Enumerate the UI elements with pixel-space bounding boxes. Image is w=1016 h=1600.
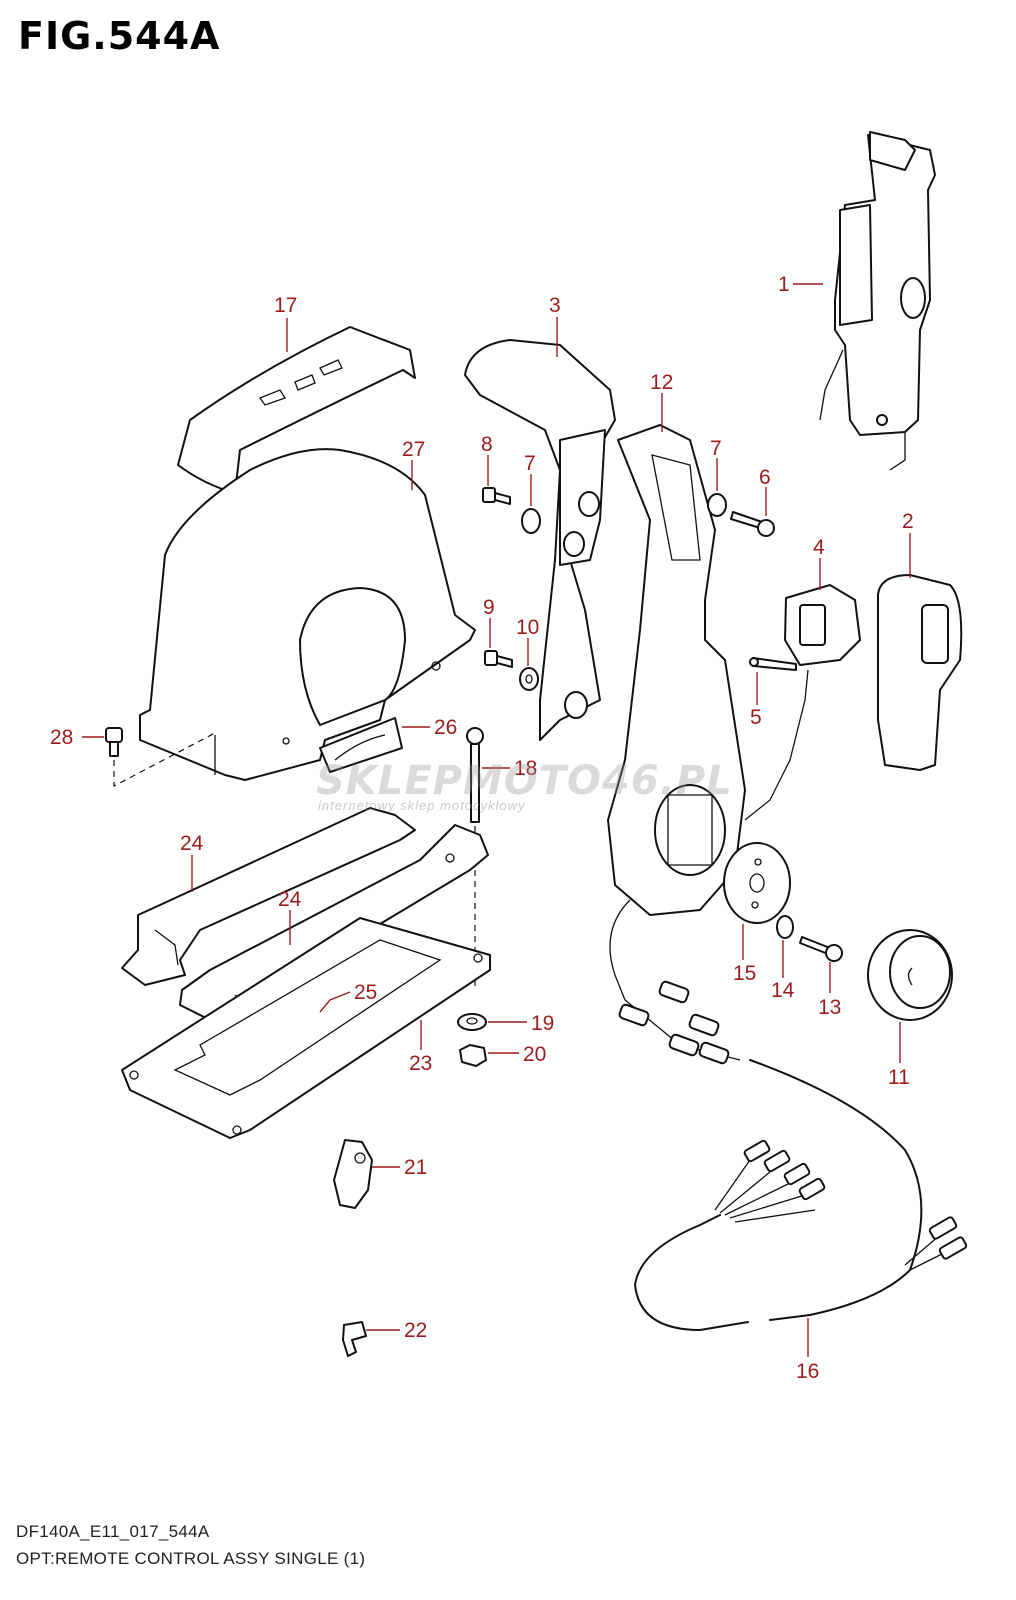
callout-22: 22 [404,1319,427,1342]
part-2-grip[interactable] [877,574,963,771]
part-9-bolt[interactable] [484,650,513,668]
part-28-screw[interactable] [105,727,216,787]
callout-23: 23 [409,1052,432,1075]
callout-28: 28 [50,726,73,749]
callout-5: 5 [750,706,762,729]
part-13-screw[interactable] [799,936,843,962]
part-7-washer-right[interactable] [707,493,727,517]
part-10-washer[interactable] [519,667,539,691]
callout-12: 12 [650,371,673,394]
part-22-clamp[interactable] [342,1321,367,1357]
callout-24-upper: 24 [180,832,204,855]
callout-labels: 1 2 3 4 5 6 7 7 8 9 10 11 12 13 14 15 16… [50,273,914,1383]
callout-11: 11 [888,1066,910,1089]
part-12-control-housing[interactable] [607,424,746,916]
callout-6: 6 [759,466,771,489]
callout-16: 16 [796,1360,819,1383]
part-23-base-plate[interactable] [121,917,491,1139]
part-21-clip[interactable] [333,1139,373,1209]
callout-7-right: 7 [710,437,722,460]
callout-26: 26 [434,716,457,739]
callout-10: 10 [516,616,539,639]
figure-code: DF140A_E11_017_544A [16,1522,210,1541]
figure-caption: OPT:REMOTE CONTROL ASSY SINGLE (1) [16,1549,366,1568]
callout-2: 2 [902,510,914,533]
part-3-lever-arm[interactable] [464,339,616,741]
part-7-washer-left[interactable] [521,508,541,534]
part-4-switch[interactable] [744,584,861,821]
callout-25: 25 [354,981,377,1004]
part-5-screw[interactable] [749,657,797,671]
callout-13: 13 [818,996,841,1019]
part-6-screw[interactable] [730,511,775,537]
part-15-plate[interactable] [723,842,791,924]
part-14-washer[interactable] [776,915,794,939]
callout-18: 18 [514,757,537,780]
part-20-nut[interactable] [459,1044,487,1067]
part-27-housing[interactable] [139,448,476,781]
callout-17: 17 [274,294,297,317]
part-26-grommet[interactable] [319,717,403,773]
callout-4: 4 [813,536,825,559]
leader-lines [82,283,911,1357]
part-11-cap[interactable] [867,929,953,1021]
callout-27: 27 [402,438,425,461]
part-16-wire-harness[interactable] [609,899,968,1331]
callout-19: 19 [531,1012,554,1035]
callout-8: 8 [481,433,493,456]
callout-3: 3 [549,294,561,317]
callout-9: 9 [483,596,495,619]
callout-21: 21 [404,1156,427,1179]
callout-1: 1 [778,273,790,296]
part-8-bolt[interactable] [482,487,511,505]
callout-20: 20 [523,1043,546,1066]
part-19-washer[interactable] [457,1013,487,1031]
callout-24-lower: 24 [278,888,302,911]
callout-15: 15 [733,962,756,985]
part-1-remote-control[interactable] [819,131,936,471]
figure-title: FIG.544A [18,14,221,58]
callout-7-left: 7 [524,452,536,475]
callout-14: 14 [771,979,795,1002]
part-24-bracket-upper[interactable] [121,807,416,986]
